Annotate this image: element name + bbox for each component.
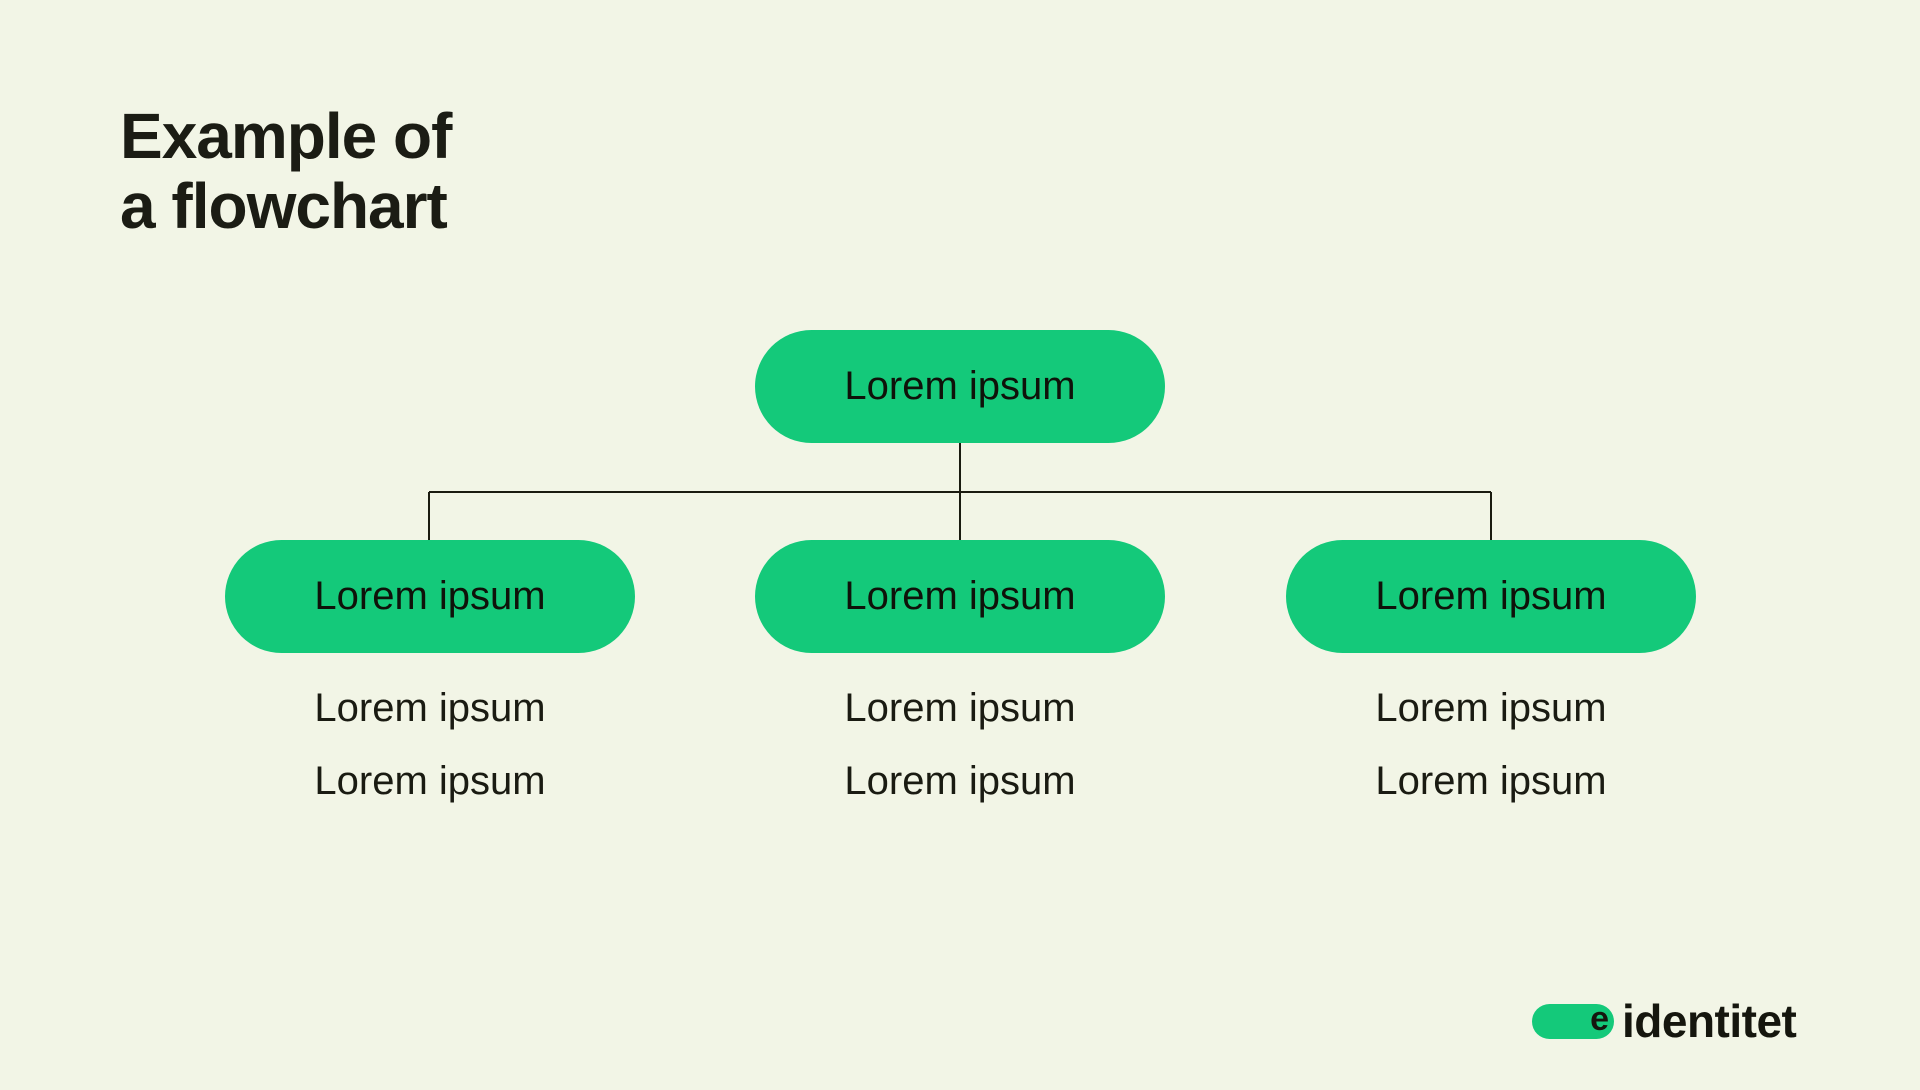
node-sub-label: Lorem ipsum (1375, 759, 1607, 803)
flowchart-node-child-2: Lorem ipsum (755, 540, 1165, 653)
node-sub-label: Lorem ipsum (844, 759, 1076, 803)
node-sub-label: Lorem ipsum (314, 759, 546, 803)
node-sub-label: Lorem ipsum (314, 686, 546, 730)
node-sub-label: Lorem ipsum (844, 686, 1076, 730)
page-title: Example of a flowchart (120, 100, 452, 242)
flowchart-node-root: Lorem ipsum (755, 330, 1165, 443)
flowchart-node-child-3: Lorem ipsum (1286, 540, 1696, 653)
logo-e-mark: e (1590, 1000, 1609, 1038)
flowchart-node-child-1: Lorem ipsum (225, 540, 635, 653)
node-sub-label: Lorem ipsum (1375, 686, 1607, 730)
page-title-line-2: a flowchart (120, 170, 448, 242)
page-title-line-1: Example of (120, 100, 452, 172)
brand-logo: e identitet (1532, 995, 1797, 1047)
logo-wordmark: identitet (1622, 995, 1797, 1047)
logo-pill-icon: e (1532, 1000, 1614, 1039)
